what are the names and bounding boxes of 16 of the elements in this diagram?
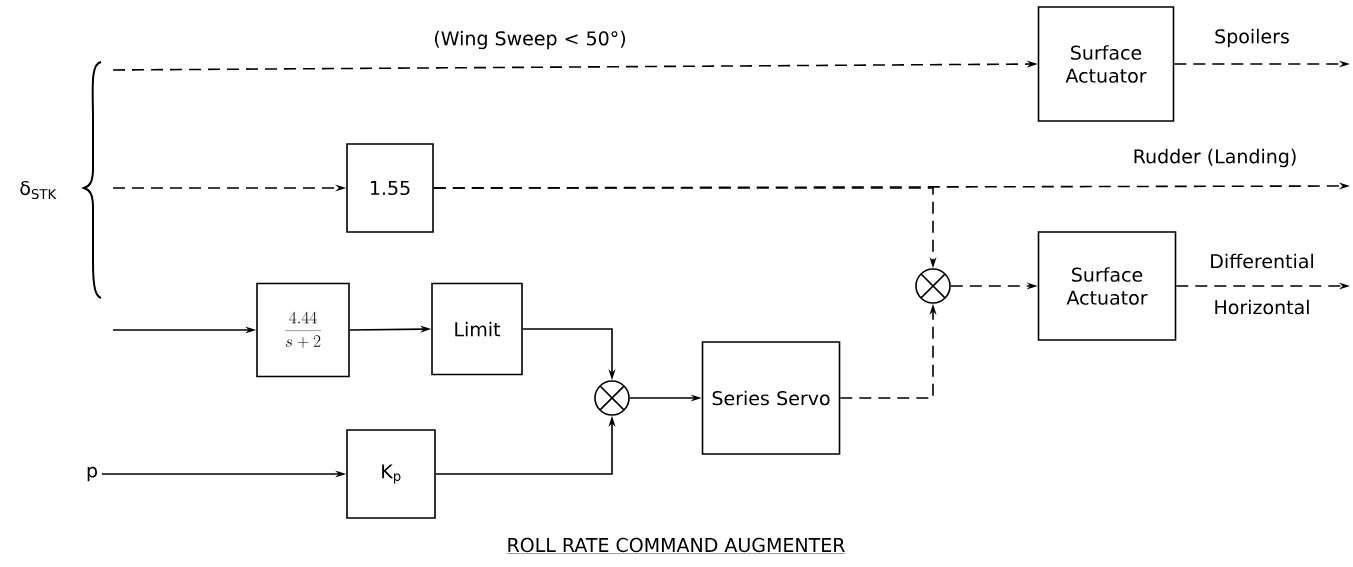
block-box: 1.55	[346, 143, 434, 233]
block-box: Surface Actuator	[1037, 6, 1175, 122]
edge-label: Rudder (Landing)	[1134, 148, 1296, 168]
edge-label: Differential Horizontal	[1211, 253, 1313, 315]
transfer-function-box: $\frac{4.44}{s+2}$	[256, 282, 350, 378]
summing-junction	[915, 268, 951, 304]
caption: ROLL RATE COMMAND AUGMENTER	[506, 537, 846, 554]
block-box: Series Servo	[701, 341, 841, 455]
edge-label: Spoilers	[1215, 28, 1289, 48]
input-label: p	[87, 466, 97, 482]
block-box: Surface Actuator	[1037, 231, 1177, 341]
summing-junction	[594, 380, 630, 416]
edge-label: (Wing Sweep < 50°)	[434, 30, 626, 50]
block-box: Limit	[431, 282, 523, 376]
block-box: K$_{p}$	[346, 429, 436, 519]
signal-label: δ$_{STK}$	[20, 180, 57, 200]
